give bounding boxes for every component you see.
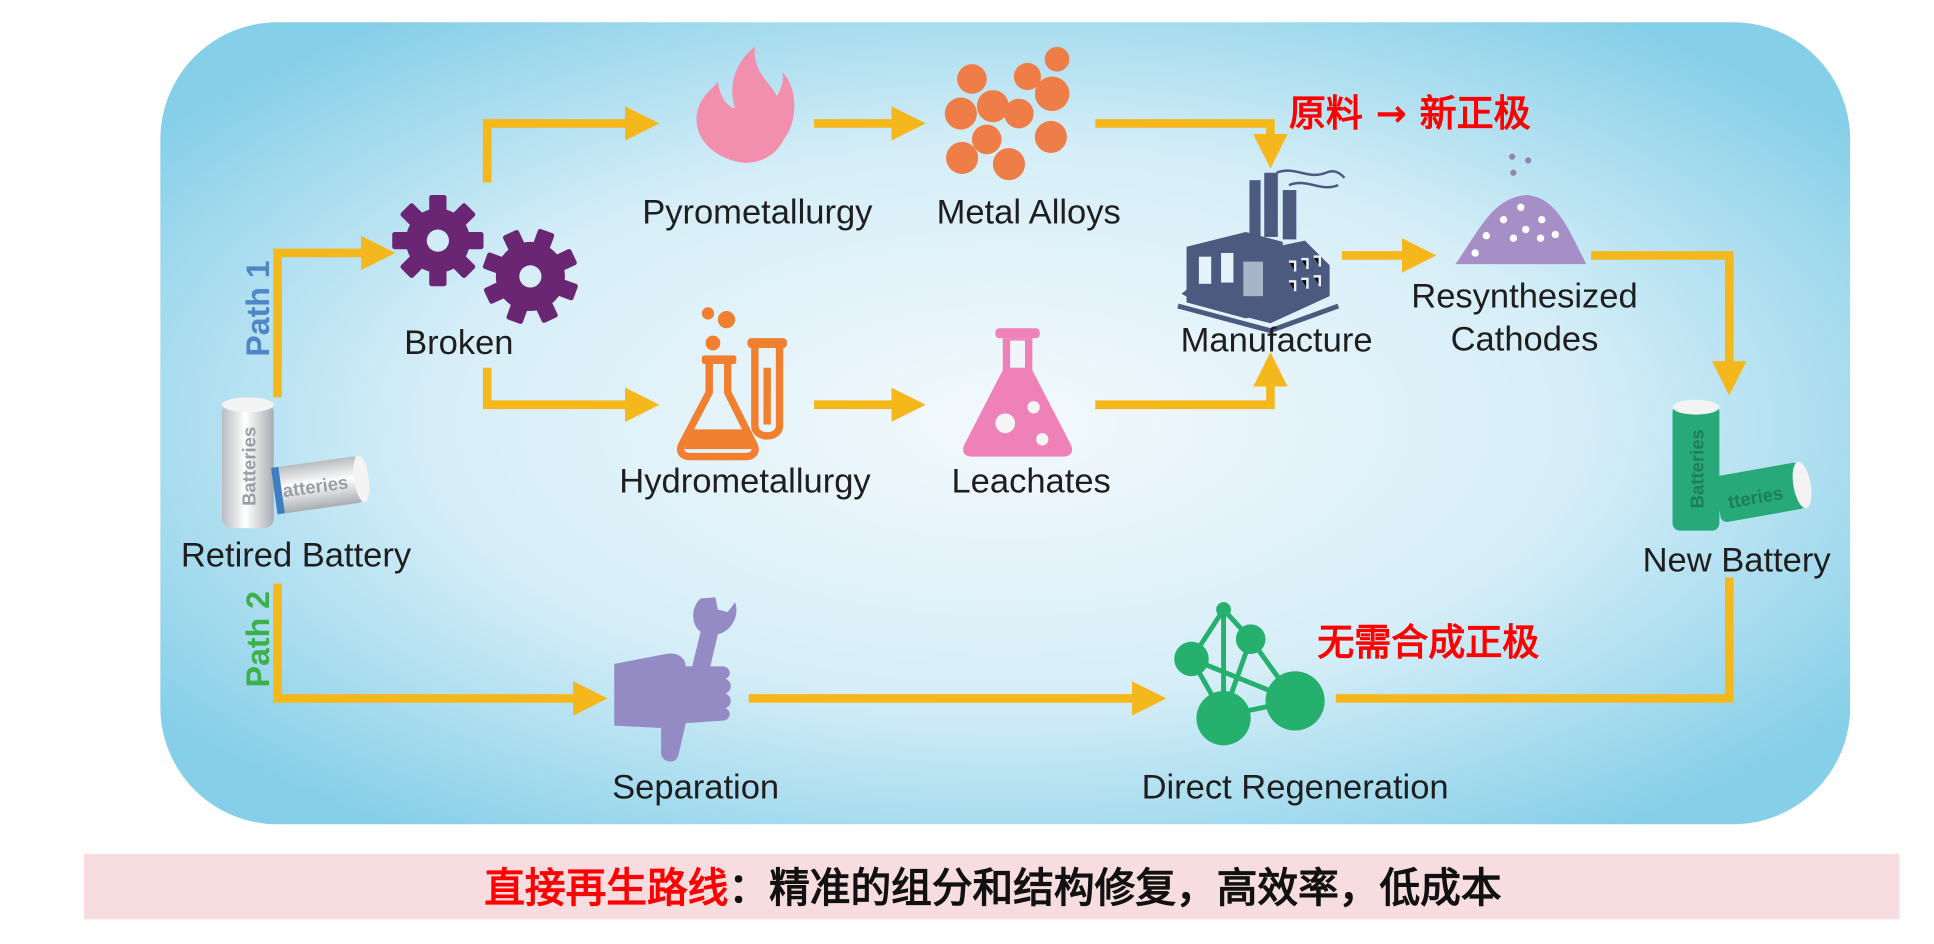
resynthesized-cathodes-node: Resynthesized Cathodes	[1411, 153, 1638, 358]
arrow-alloys-to-manufacture	[1095, 119, 1288, 169]
hand-wrench-icon	[614, 597, 737, 762]
path2-label: Path 2	[240, 591, 276, 687]
svg-text:直接再生路线：精准的组分和结构修复，高效率，低成本: 直接再生路线：精准的组分和结构修复，高效率，低成本	[484, 864, 1502, 912]
new-battery-label: New Battery	[1643, 541, 1832, 579]
arrow-broken-to-hydrometallurgy	[482, 367, 660, 423]
retired-battery-node: Batteries atteries Retired Battery	[181, 397, 412, 574]
arrow-leachates-to-manufacture	[1095, 352, 1288, 410]
broken-label: Broken	[404, 324, 513, 362]
svg-text:Batteries: Batteries	[1686, 429, 1707, 508]
separation-node: Separation	[612, 597, 779, 806]
powder-pile-icon	[1455, 153, 1587, 265]
arrow-path1-to-broken	[273, 235, 396, 398]
retired-battery-label: Retired Battery	[181, 536, 412, 574]
direct-regeneration-label: Direct Regeneration	[1142, 768, 1449, 806]
retired-batteries-icon: Batteries atteries	[222, 397, 370, 529]
factory-icon	[1177, 169, 1346, 334]
arrow-regeneration-to-new-battery	[1335, 577, 1734, 703]
manufacture-node: Manufacture	[1177, 169, 1373, 360]
leachates-node: Leachates	[951, 328, 1111, 500]
flame-icon	[696, 46, 795, 163]
arrow-path2-to-separation	[273, 583, 608, 716]
leachates-label: Leachates	[951, 462, 1110, 500]
raw-to-cathode-note: 原料 → 新正极	[1289, 92, 1531, 135]
svg-text:Batteries: Batteries	[238, 427, 259, 506]
separation-label: Separation	[612, 768, 779, 806]
metal-alloys-label: Metal Alloys	[937, 193, 1121, 231]
cathodes-label: Cathodes	[1451, 320, 1599, 358]
arrow-cathodes-to-new-battery	[1591, 251, 1747, 396]
direct-regeneration-node: Direct Regeneration	[1142, 602, 1449, 806]
broken-node: Broken	[392, 194, 578, 362]
gears-icon	[392, 194, 578, 324]
hydrometallurgy-node: Hydrometallurgy	[619, 307, 871, 500]
arrows	[273, 106, 1747, 716]
new-batteries-icon: Batteries tteries	[1672, 399, 1812, 531]
erlenmeyer-flask-icon	[963, 328, 1073, 457]
resynthesized-label: Resynthesized	[1411, 277, 1637, 315]
metal-alloys-node: Metal Alloys	[937, 46, 1121, 231]
pyrometallurgy-node: Pyrometallurgy	[642, 46, 873, 231]
molecule-icon	[1174, 602, 1325, 746]
manufacture-label: Manufacture	[1181, 322, 1373, 360]
arrow-broken-to-pyrometallurgy	[482, 106, 660, 183]
banner-rest: ：精准的组分和结构修复，高效率，低成本	[728, 864, 1501, 912]
path1-label: Path 1	[240, 260, 276, 356]
alloy-pellets-icon	[944, 46, 1070, 181]
banner-highlight: 直接再生路线	[484, 864, 728, 912]
summary-banner: 直接再生路线：精准的组分和结构修复，高效率，低成本	[83, 853, 1900, 920]
lab-flask-tube-icon	[676, 307, 787, 461]
new-battery-node: Batteries tteries New Battery	[1643, 399, 1832, 579]
no-synthesis-note: 无需合成正极	[1317, 621, 1539, 664]
pyrometallurgy-label: Pyrometallurgy	[642, 193, 873, 231]
hydrometallurgy-label: Hydrometallurgy	[619, 462, 871, 500]
